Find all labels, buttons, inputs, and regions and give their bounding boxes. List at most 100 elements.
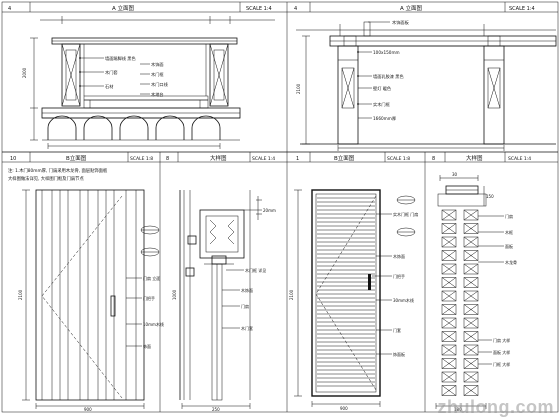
detail-cell xyxy=(463,250,479,261)
dim-label: 150 xyxy=(486,194,494,199)
callout-text: 墙面踢脚线 黑色 xyxy=(105,55,136,62)
title-name: 大样图 xyxy=(466,154,483,162)
detail-cell xyxy=(463,290,479,302)
detail-cell xyxy=(463,385,479,396)
callout-text: 20mm xyxy=(263,208,276,213)
callout-text: 面板 xyxy=(505,243,513,249)
detail-cell-cross xyxy=(441,317,457,329)
detail-cell xyxy=(441,236,457,248)
callouts-e: 实木门框 门扇 木饰面 门把手 30mm木线 门套 饰面板 xyxy=(372,211,418,357)
detail-cell xyxy=(441,385,457,396)
callout-text: 木门套 xyxy=(241,325,253,331)
callout-text: 10mm木线 xyxy=(143,321,164,327)
dim-label: 250 xyxy=(212,407,220,412)
detail-cell xyxy=(441,250,457,261)
detail-cell-cross xyxy=(463,358,479,369)
title-scale: SCALE 1:8 xyxy=(387,156,410,162)
detail-cell-cross xyxy=(441,236,457,248)
callout-text: 门扇 xyxy=(241,303,249,309)
detail-cell xyxy=(441,317,457,329)
detail-cell-cross xyxy=(463,223,479,234)
detail-cell-cross xyxy=(463,263,479,275)
title-num: 10 xyxy=(10,156,16,162)
callout-text: 石材 xyxy=(105,83,113,90)
elevation-a-left: 2000 墙面踢脚线 黑色 木门套 石材 木饰面 木门框 木门口线 木地台 xyxy=(22,16,275,149)
notes: 注: 1.木门80mm厚, 门扇采用木龙骨, 面层贴饰面板 大样图做法详见, 大… xyxy=(8,167,108,182)
callout-text: 木门框 xyxy=(151,71,164,78)
louver-slats xyxy=(317,197,375,387)
callout-text: 木门框 详见 xyxy=(245,267,266,273)
detail-cell-cross xyxy=(441,263,457,275)
louvered-door-elevation: 2100 900 实木门框 门扇 木饰面 门把手 30mm木线 门套 饰面板 xyxy=(289,189,418,411)
detail-cell xyxy=(441,371,457,383)
title-scale: SCALE 1:4 xyxy=(508,156,531,162)
detail-cell xyxy=(463,344,479,356)
callout-text: 门框 大样 xyxy=(493,361,510,367)
detail-cell xyxy=(463,277,479,288)
callouts-b: 木饰面板 100x150mm 墙面乳胶漆 黑色 壁灯 暖色 实木门框 1660m… xyxy=(357,19,410,122)
stacked-detail: 30 150 180 门扇 木框 面板 木龙骨 门扇 大样 面板 大样 门框 大… xyxy=(435,172,517,412)
detail-cell xyxy=(441,331,457,342)
callout-text: 1660mm厚 xyxy=(373,116,396,122)
detail-cell xyxy=(441,209,457,221)
detail-cell-cross xyxy=(463,385,479,396)
door-elevation-b: 2100 900 门扇 立面 门把手 10mm木线 饰面 xyxy=(18,189,164,412)
callouts-a: 墙面踢脚线 黑色 木门套 石材 木饰面 木门框 木门口线 木地台 xyxy=(79,55,169,98)
title-scale: SCALE 1:4 xyxy=(246,6,272,12)
note-line: 大样图做法详见, 大样图门框及门扇节点 xyxy=(8,175,84,182)
detail-cell xyxy=(463,304,479,315)
callout-text: 30mm木线 xyxy=(393,297,414,303)
callout-text: 门套 xyxy=(393,327,401,333)
elevation-a-right: 2100 木饰面板 100x150mm 墙面乳胶漆 黑色 壁灯 暖色 实木门框 … xyxy=(296,19,557,151)
callout-text: 木饰面 xyxy=(241,287,253,293)
detail-cell-cross xyxy=(441,290,457,302)
detail-cell-cross xyxy=(463,371,479,383)
callouts-c: 门扇 立面 门把手 10mm木线 饰面 xyxy=(126,275,164,349)
detail-cell-cross xyxy=(441,277,457,288)
callout-text: 壁灯 暖色 xyxy=(373,85,392,92)
detail-cell-cross xyxy=(463,277,479,288)
dim-label: 30 xyxy=(452,172,458,177)
detail-cell-cross xyxy=(463,317,479,329)
detail-cell xyxy=(463,358,479,369)
detail-cell xyxy=(463,223,479,234)
dim-label: 2100 xyxy=(296,83,301,94)
callout-text: 门把手 xyxy=(393,273,405,279)
title-bars-bottom: 10 B立面图 SCALE 1:8 8 大样图 SCALE 1:4 1 B立面图… xyxy=(10,152,531,412)
dim-label: 900 xyxy=(340,406,348,411)
callout-text: 木饰面 xyxy=(393,253,405,259)
detail-cell-cross xyxy=(441,223,457,234)
dim-label: 180 xyxy=(454,407,462,412)
callout-text: 木饰面 xyxy=(151,61,164,68)
detail-cell-cross xyxy=(441,385,457,396)
callout-text: 饰面 xyxy=(143,343,151,349)
title-name: A 立面图 xyxy=(400,4,423,12)
dim-label: 2100 xyxy=(18,289,23,300)
detail-cell-cross xyxy=(441,209,457,221)
title-num: 8 xyxy=(432,156,435,162)
detail-cell-cross xyxy=(441,331,457,342)
callout-text: 木龙骨 xyxy=(505,259,517,265)
detail-cell-cross xyxy=(463,290,479,302)
callout-text: 木饰面板 xyxy=(392,19,410,26)
dim-label: 900 xyxy=(84,407,92,412)
detail-cell xyxy=(441,223,457,234)
detail-cell-cross xyxy=(441,371,457,383)
callout-text: 门扇 大样 xyxy=(493,337,510,343)
callout-text: 面板 大样 xyxy=(493,349,510,355)
title-bar-top-left: 4 A 立面图 SCALE 1:4 xyxy=(2,2,287,13)
detail-cell xyxy=(441,304,457,315)
detail-cell-cross xyxy=(463,331,479,342)
detail-cell-cross xyxy=(441,250,457,261)
detail-cell xyxy=(463,236,479,248)
callout-text: 门扇 立面 xyxy=(143,275,160,281)
callout-text: 木门套 xyxy=(105,69,118,76)
detail-cell-cross xyxy=(463,344,479,356)
title-num: 4 xyxy=(8,6,11,12)
callouts-f: 门扇 木框 面板 木龙骨 门扇 大样 面板 大样 门框 大样 xyxy=(478,213,517,367)
detail-cell xyxy=(463,263,479,275)
callout-text: 门扇 xyxy=(505,213,513,219)
detail-cell-cross xyxy=(463,236,479,248)
title-name: B立面图 xyxy=(334,154,355,162)
title-scale: SCALE 1:8 xyxy=(130,156,153,162)
